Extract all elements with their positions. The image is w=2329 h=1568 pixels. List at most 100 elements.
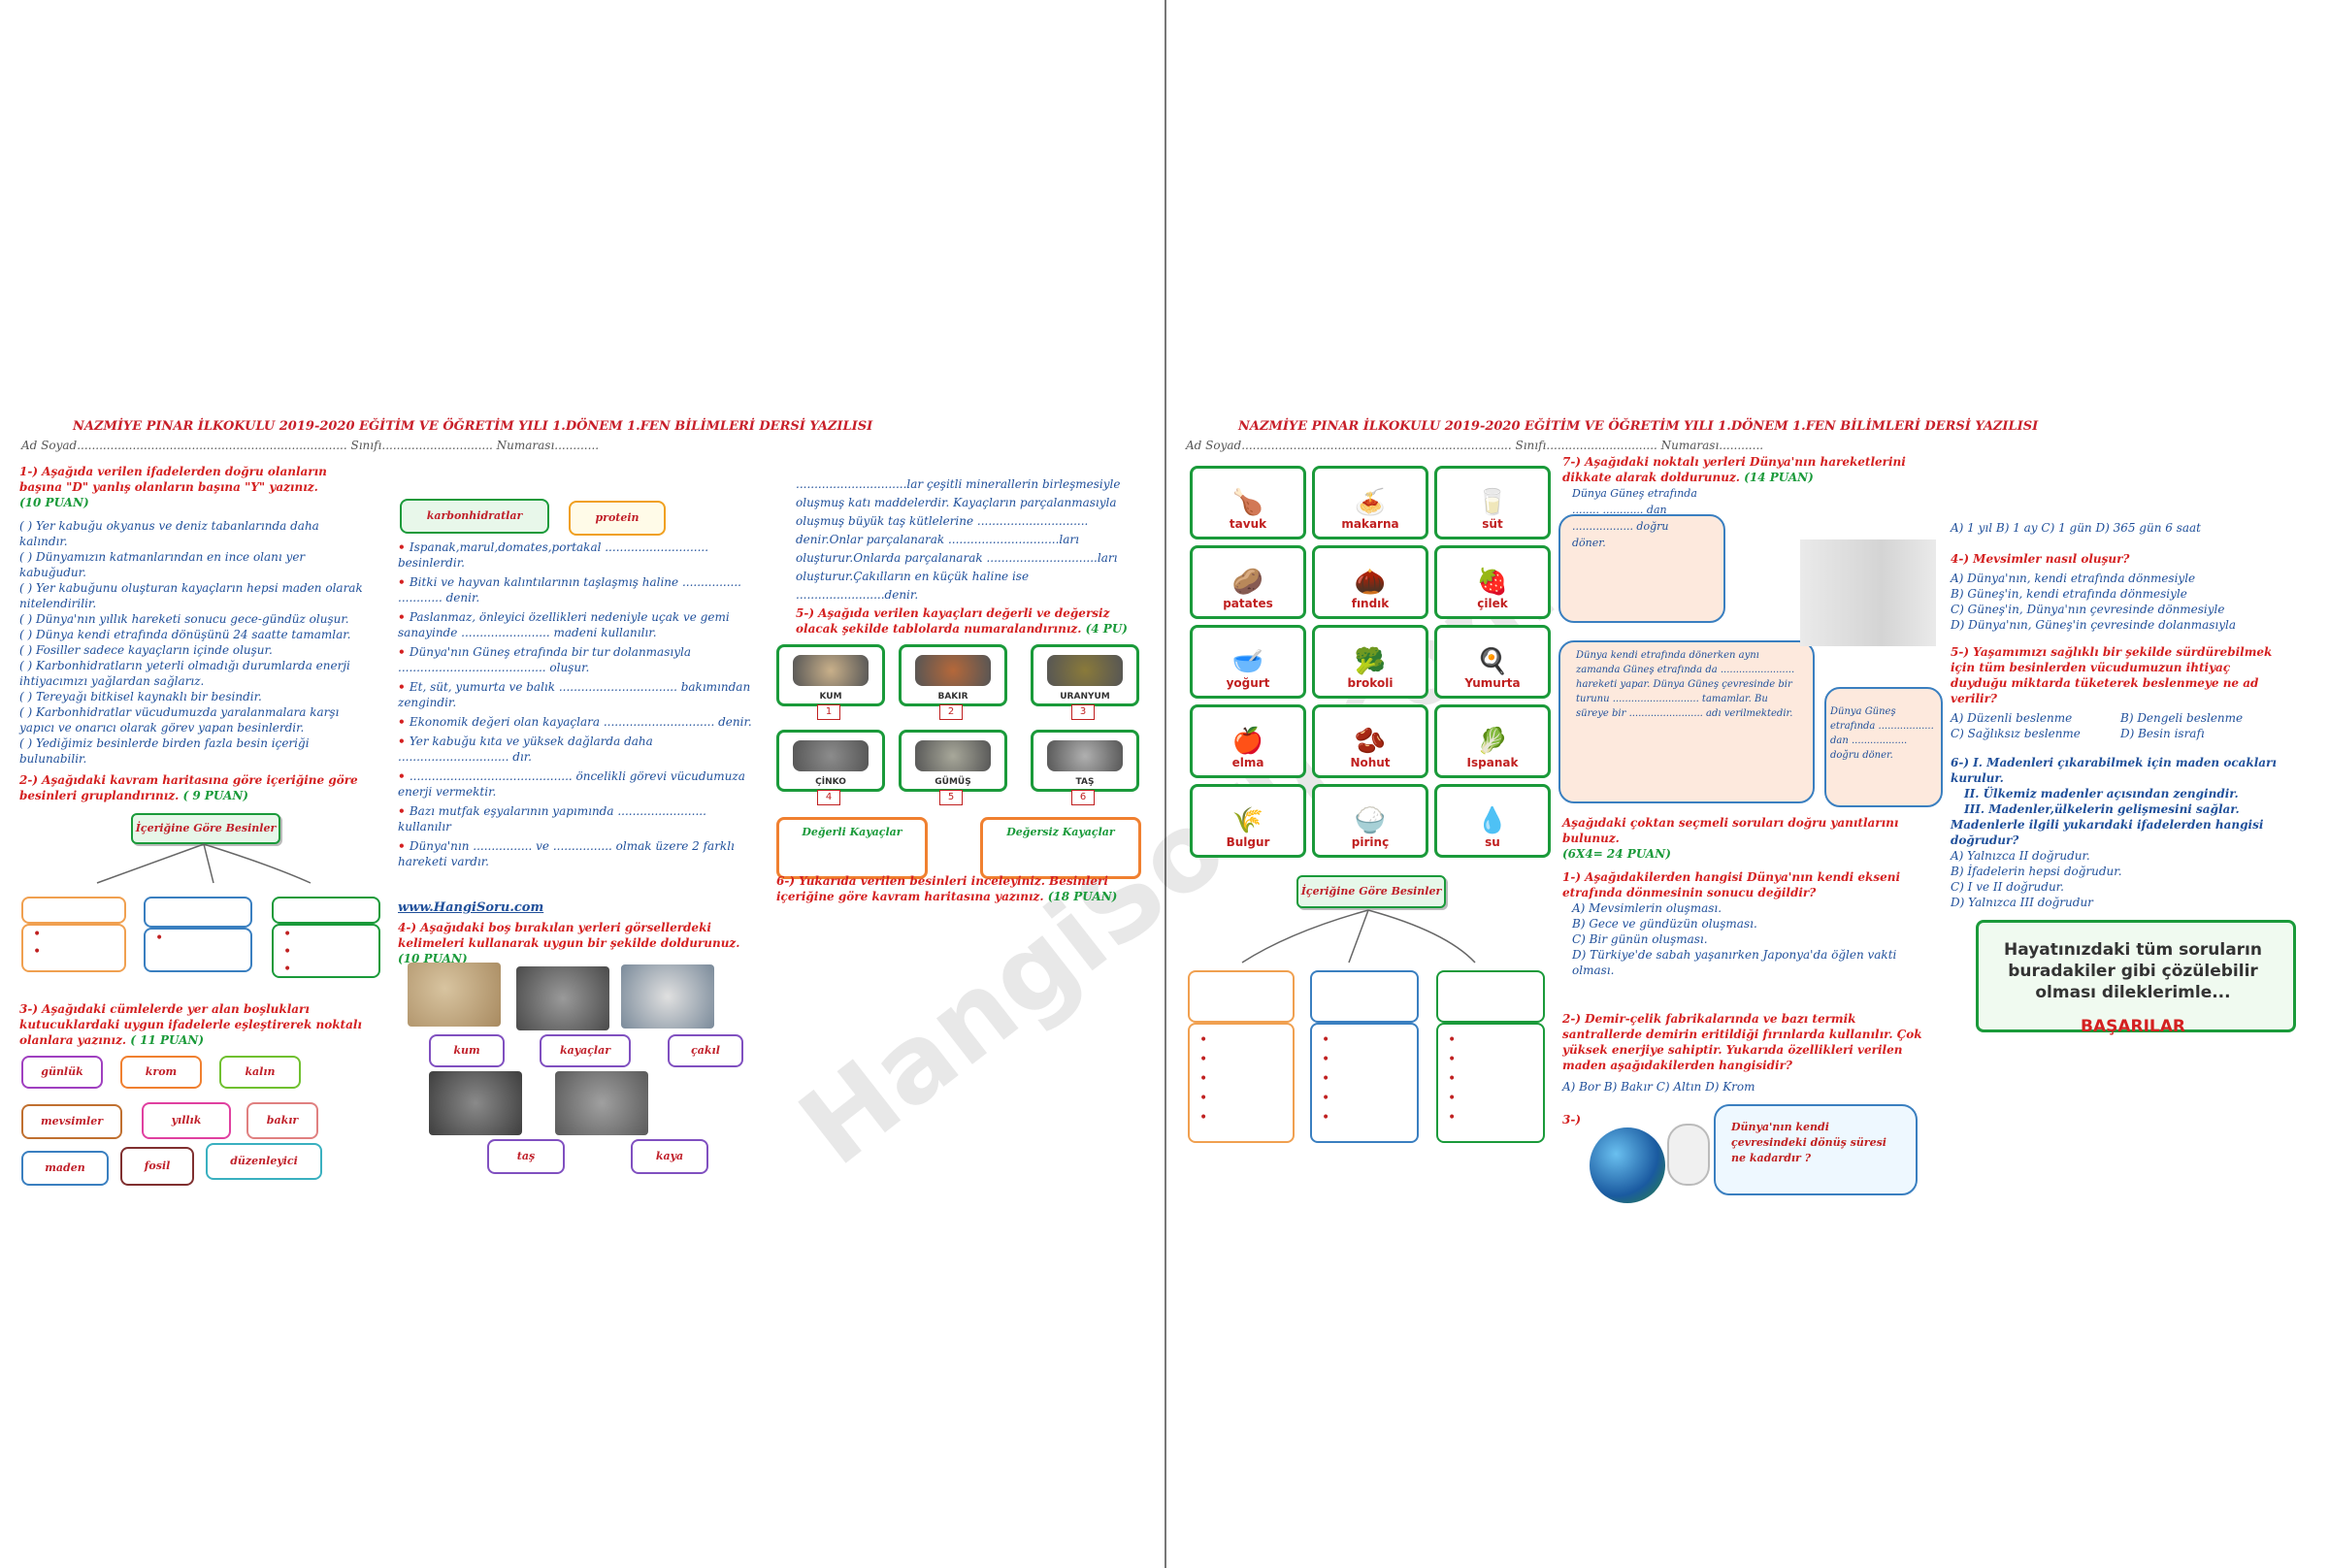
chip-gunluk[interactable]: günlük — [21, 1056, 103, 1089]
chip-mevsimler[interactable]: mevsimler — [21, 1104, 122, 1139]
rock-label: BAKIR — [937, 692, 968, 702]
q1-item: ( ) Dünya kendi etrafında dönüşünü 24 sa… — [19, 628, 351, 641]
page-title-right: NAZMİYE PINAR İLKOKULU 2019-2020 EĞİTİM … — [1238, 419, 2039, 434]
concept-box-2-head — [144, 897, 252, 928]
chip-krom[interactable]: krom — [120, 1056, 202, 1089]
q4-option[interactable]: A) Dünya'nın, kendi etrafında dönmesiyle — [1951, 572, 2196, 585]
chip-fosil[interactable]: fosil — [120, 1147, 194, 1186]
fill-in-text: Dünya'nın Güneş etrafında bir tur dolanm… — [398, 645, 691, 674]
food-label: patates — [1223, 597, 1273, 610]
q3-options[interactable]: A) 1 yıl B) 1 ay C) 1 gün D) 365 gün 6 s… — [1951, 521, 2201, 535]
bullet: • — [398, 610, 410, 624]
mc-q1-option[interactable]: D) Türkiye'de sabah yaşanırken Japonya'd… — [1572, 948, 1897, 977]
rock-card: GÜMÜŞ — [899, 730, 1007, 792]
food-icon: 🍝 — [1354, 488, 1387, 517]
concept-box-r1[interactable]: ••••• — [1188, 1023, 1295, 1143]
rock-image — [915, 655, 991, 686]
food-icon: 🫘 — [1354, 727, 1387, 756]
q7-title: 7-) Aşağıdaki noktalı yerleri Dünya'nın … — [1562, 455, 1906, 484]
q4-option[interactable]: D) Dünya'nın, Güneş'in çevresinde dolanm… — [1951, 618, 2237, 632]
rock-image — [793, 740, 869, 771]
food-card: 🥣yoğurt — [1190, 625, 1306, 699]
fill-in-item: • Bitki ve hayvan kalıntılarının taşlaşm… — [398, 574, 762, 605]
label-kum[interactable]: kum — [429, 1034, 505, 1067]
photo-kaya — [555, 1071, 648, 1135]
q6-option[interactable]: A) Yalnızca II doğrudur. — [1951, 849, 2090, 863]
q1-item: ( ) Fosiller sadece kayaçların içinde ol… — [19, 643, 273, 657]
fill-in-text: Bitki ve hayvan kalıntılarının taşlaşmış… — [398, 575, 741, 604]
fill-in-text: Yer kabuğu kıta ve yüksek dağlarda daha … — [398, 735, 653, 764]
food-icon: 🥛 — [1476, 488, 1509, 517]
rock-label: ÇİNKO — [815, 777, 846, 787]
bullet: • — [398, 735, 410, 748]
chip-kalin[interactable]: kalın — [219, 1056, 301, 1089]
food-label: tavuk — [1229, 517, 1267, 531]
concept-box-1[interactable]: •• — [21, 924, 126, 972]
chip-bakir[interactable]: bakır — [246, 1102, 318, 1139]
astronaut-icon — [1667, 1124, 1710, 1186]
callout-1-text: Dünya Güneş etrafında ........ .........… — [1572, 487, 1697, 549]
q5-option[interactable]: D) Besin israfı — [2120, 727, 2205, 740]
label-kayaclar[interactable]: kayaçlar — [540, 1034, 631, 1067]
table-worthless[interactable]: Değersiz Kayaçlar — [980, 817, 1141, 879]
q6-option[interactable]: D) Yalnızca III doğrudur — [1951, 896, 2093, 909]
chip-protein[interactable]: protein — [569, 501, 666, 536]
mc-q1-option[interactable]: B) Gece ve gündüzün oluşması. — [1572, 917, 1757, 931]
concept-map-arrows-left — [96, 843, 312, 884]
food-card: 🌰fındık — [1312, 545, 1428, 619]
chip-duzenleyici[interactable]: düzenleyici — [206, 1143, 322, 1180]
chip-yillik[interactable]: yıllık — [142, 1102, 231, 1139]
concept-box-1-head — [21, 897, 126, 924]
q6-option[interactable]: B) İfadelerin hepsi doğrudur. — [1951, 865, 2122, 878]
food-label: Nohut — [1350, 756, 1391, 769]
food-card: 🍝makarna — [1312, 466, 1428, 539]
food-label: Bulgur — [1226, 835, 1270, 849]
q5-option[interactable]: B) Dengeli beslenme — [2120, 711, 2244, 725]
wish-text: Hayatınızdaki tüm soruların buradakiler … — [2004, 940, 2262, 1002]
rock-number[interactable]: 4 — [817, 790, 840, 805]
mc-q1-option[interactable]: C) Bir günün oluşması. — [1572, 932, 1708, 946]
bullet: • — [398, 575, 410, 589]
concept-box-3[interactable]: ••• — [272, 924, 380, 978]
q4-option[interactable]: B) Güneş'in, kendi etrafında dönmesiyle — [1951, 587, 2187, 601]
label-cakil[interactable]: çakıl — [668, 1034, 743, 1067]
right-column: A) 1 yıl B) 1 ay C) 1 gün D) 365 gün 6 s… — [1951, 520, 2290, 910]
rock-image — [793, 655, 869, 686]
bullet: • — [398, 769, 410, 783]
label-tas[interactable]: taş — [487, 1139, 565, 1174]
chip-karbonhidratlar[interactable]: karbonhidratlar — [400, 499, 549, 534]
table-valuable[interactable]: Değerli Kayaçlar — [776, 817, 928, 879]
rock-number[interactable]: 1 — [817, 704, 840, 720]
q2-title: 2-) Aşağıdaki kavram haritasına göre içe… — [19, 773, 358, 802]
food-card: 🥦brokoli — [1312, 625, 1428, 699]
earth-icon — [1590, 1127, 1665, 1203]
mc-q1-option[interactable]: A) Mevsimlerin oluşması. — [1572, 901, 1722, 915]
q1-list: ( ) Yer kabuğu okyanus ve deniz tabanlar… — [19, 518, 369, 767]
concept-map-banner-right: İçeriğine Göre Besinler — [1296, 875, 1446, 908]
concept-box-r3[interactable]: ••••• — [1436, 1023, 1545, 1143]
bullet: • — [398, 715, 410, 729]
q5-option[interactable]: A) Düzenli beslenme — [1951, 711, 2073, 725]
food-label: Yumurta — [1464, 676, 1521, 690]
fill-in-item: • Paslanmaz, önleyici özellikleri nedeni… — [398, 609, 762, 640]
rock-number[interactable]: 2 — [939, 704, 963, 720]
concept-box-2[interactable]: • — [144, 928, 252, 972]
food-label: fındık — [1351, 597, 1390, 610]
food-icon: 🥣 — [1231, 647, 1264, 676]
concept-box-r2[interactable]: ••••• — [1310, 1023, 1419, 1143]
rock-number[interactable]: 5 — [939, 790, 963, 805]
bullet: • — [398, 540, 410, 554]
rock-number[interactable]: 6 — [1071, 790, 1095, 805]
site-link[interactable]: www.HangiSoru.com — [398, 900, 544, 915]
rock-number[interactable]: 3 — [1071, 704, 1095, 720]
wish-scroll — [1976, 920, 2296, 1032]
chip-maden[interactable]: maden — [21, 1151, 109, 1186]
label-kaya[interactable]: kaya — [631, 1139, 708, 1174]
fill-in-item: • Dünya'nın ................ ve ........… — [398, 838, 762, 869]
mc-q2-options[interactable]: A) Bor B) Bakır C) Altın D) Krom — [1562, 1080, 1755, 1094]
q6-option[interactable]: C) I ve II doğrudur. — [1951, 880, 2064, 894]
food-label: brokoli — [1347, 676, 1394, 690]
q5-option[interactable]: C) Sağlıksız beslenme — [1951, 727, 2081, 740]
food-card: 🍓çilek — [1434, 545, 1551, 619]
q4-option[interactable]: C) Güneş'in, Dünya'nın çevresinde dönmes… — [1951, 603, 2225, 616]
